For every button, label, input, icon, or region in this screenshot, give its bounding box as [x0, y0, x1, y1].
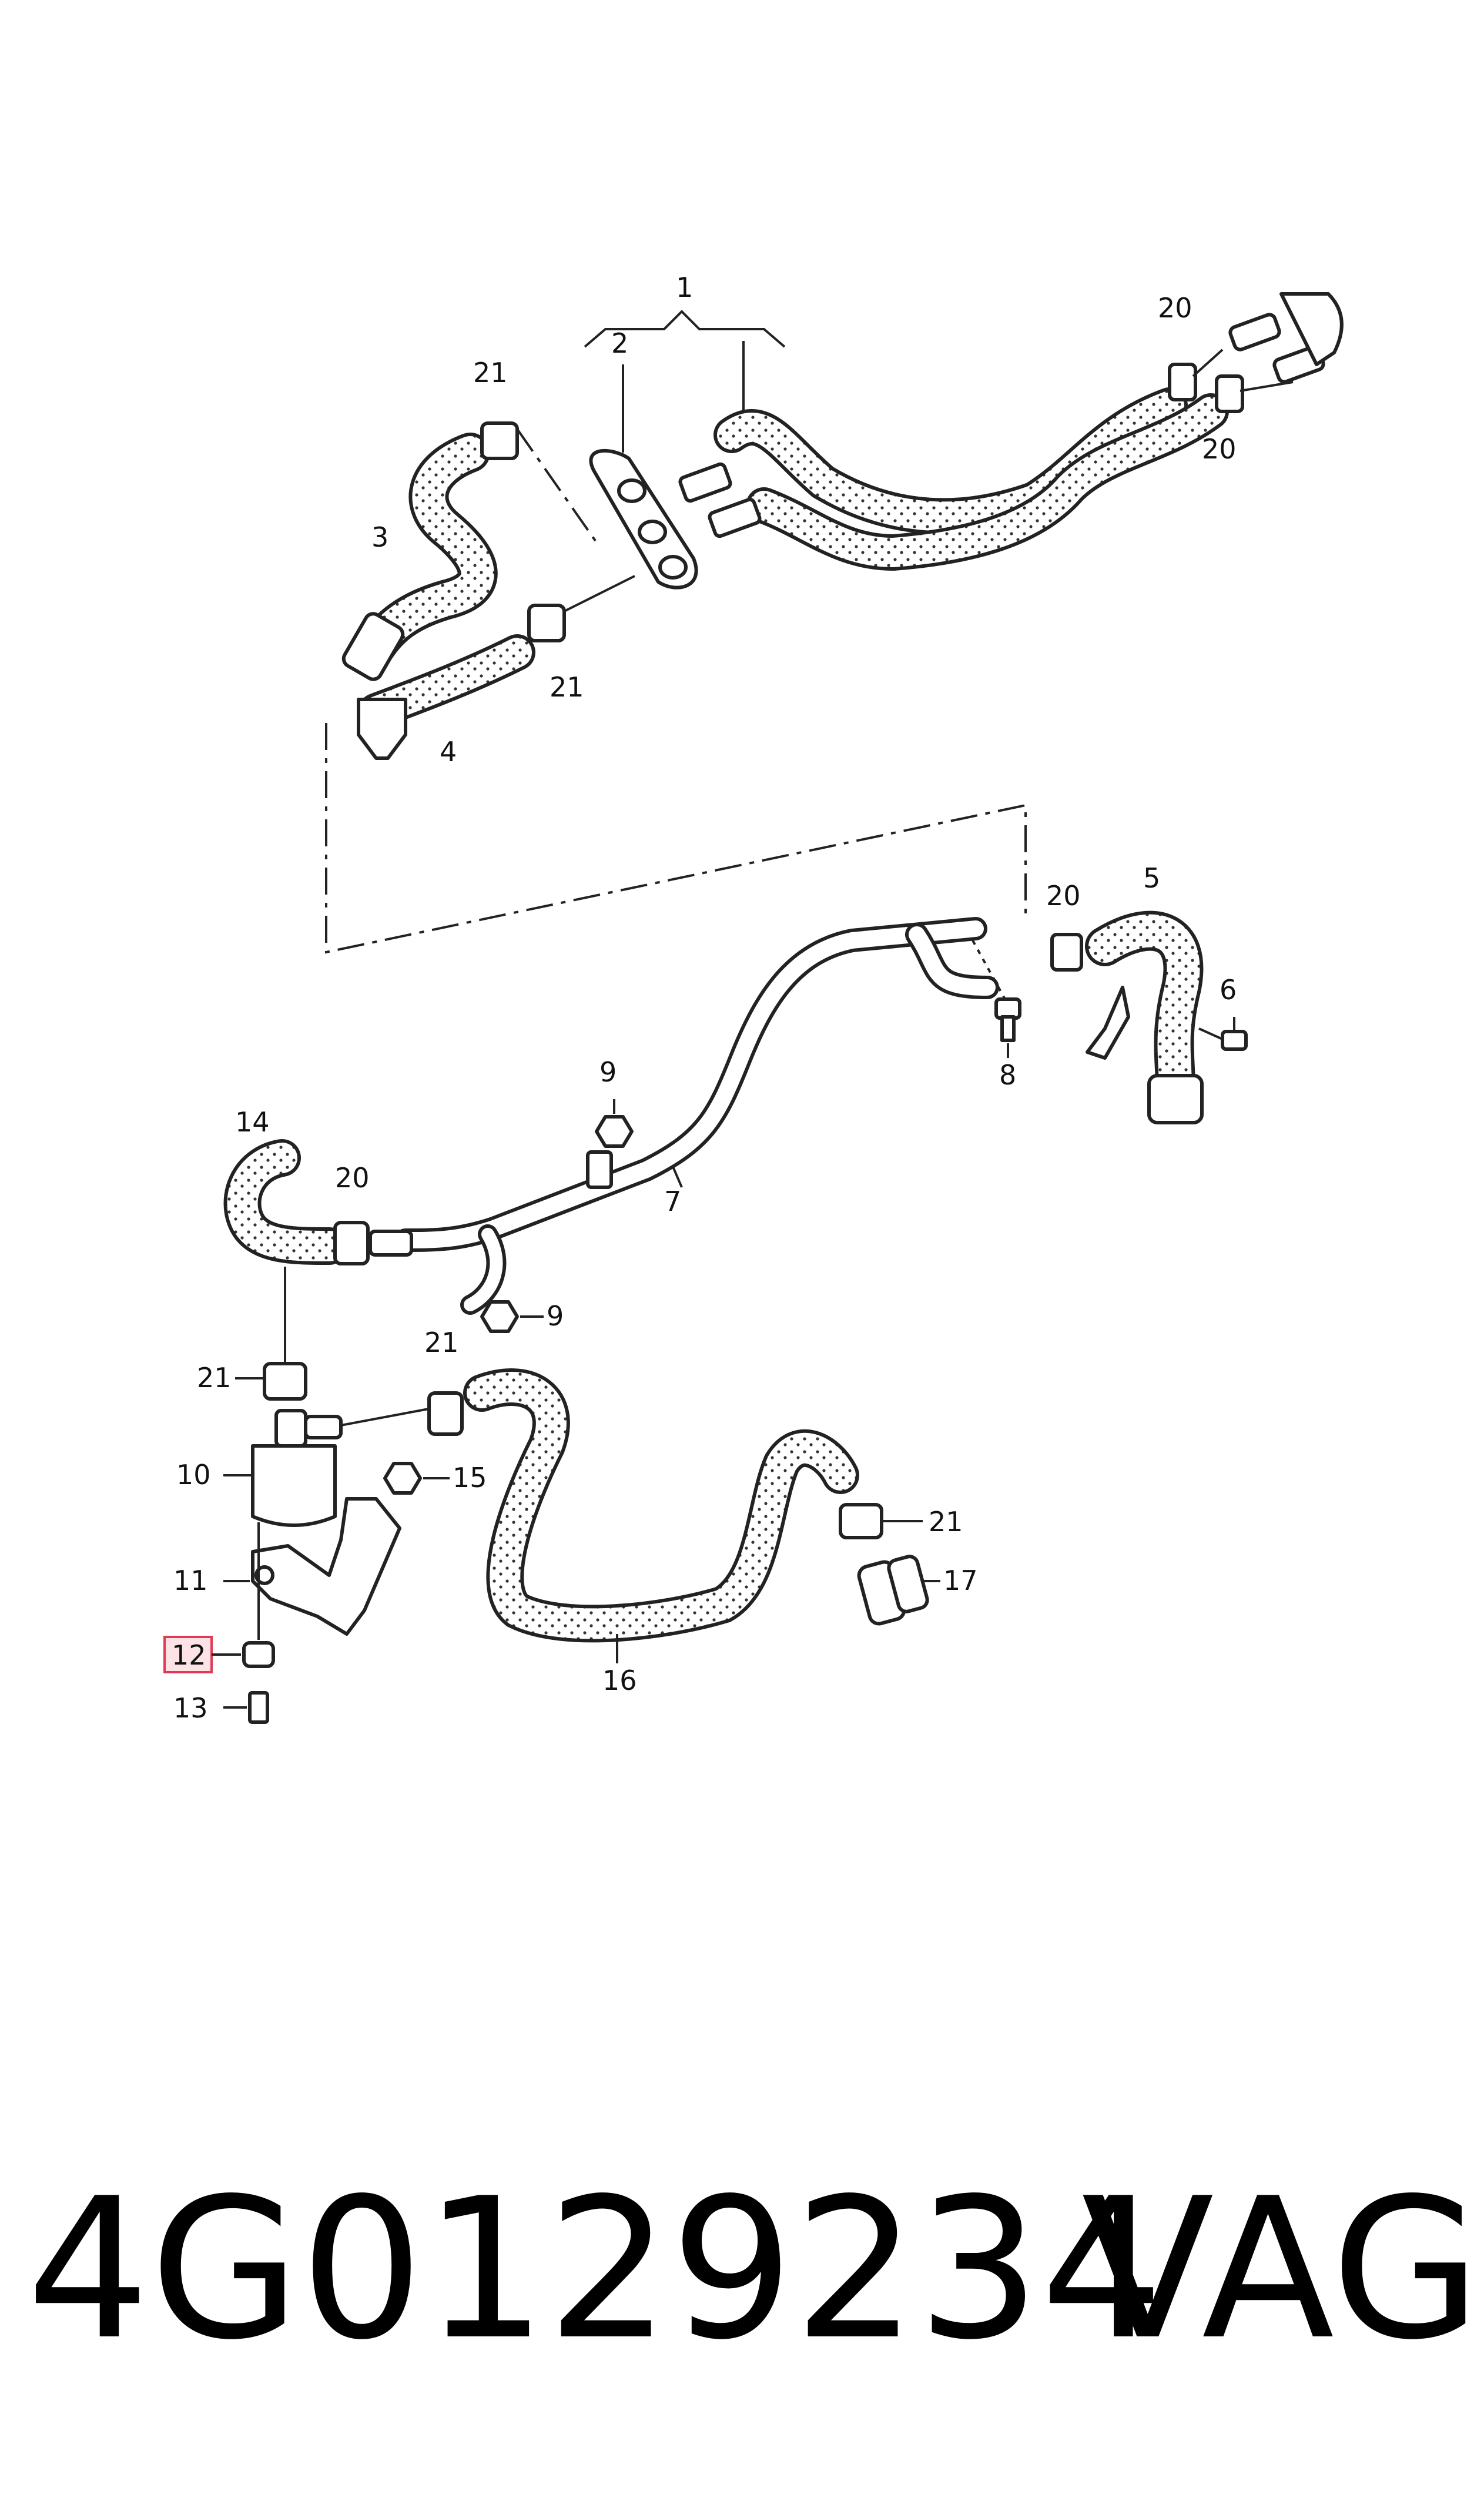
leader-20b	[1240, 381, 1294, 392]
callout-20-left: 20	[335, 1162, 370, 1194]
bolt-6-head	[1221, 1030, 1248, 1051]
callout-8: 8	[999, 1059, 1016, 1091]
callout-21-pump: 21	[197, 1362, 232, 1394]
pump-to-clip-line	[340, 1407, 436, 1427]
callout-3: 3	[371, 521, 388, 553]
bolt-6-shank	[1198, 1027, 1223, 1040]
hose-5-fill	[1088, 914, 1200, 1104]
hose-1-lower-fill	[749, 397, 1225, 568]
hose-5-end	[1147, 1074, 1204, 1124]
callout-21-top: 21	[473, 357, 508, 389]
pump-10-body	[251, 1444, 337, 1527]
flange-2-hole-c	[658, 555, 688, 580]
screw-13	[248, 1691, 269, 1724]
hose-14-fill	[227, 1143, 344, 1261]
callout-2: 2	[611, 327, 628, 359]
callout-10: 10	[176, 1459, 211, 1491]
clip-21-mid	[527, 604, 566, 642]
stub-a	[678, 462, 732, 503]
bracket-11	[251, 1497, 401, 1636]
callout-13: 13	[173, 1692, 208, 1724]
bracket-11-hole	[254, 1565, 274, 1585]
dash-8	[972, 940, 1006, 1000]
clip-20-upper	[1168, 363, 1197, 401]
pipe-7-bracket	[586, 1150, 613, 1189]
callout-5: 5	[1143, 862, 1160, 894]
dashline-connection	[325, 723, 1027, 954]
leader-20a	[1192, 349, 1224, 377]
callout-17: 17	[943, 1565, 978, 1596]
callout-20-top: 20	[1158, 292, 1192, 324]
callout-12: 12	[172, 1639, 206, 1671]
pipe-7-leg-inner	[464, 1228, 503, 1311]
leader-21-mid	[564, 575, 635, 612]
callout-15: 15	[453, 1462, 487, 1494]
callout-12-highlight	[163, 1636, 213, 1673]
clip-20-left	[333, 1221, 370, 1265]
callout-7: 7	[664, 1186, 681, 1217]
callout-21-mid: 21	[550, 671, 584, 703]
callout-4: 4	[440, 736, 457, 768]
hose-3-fill	[360, 436, 494, 663]
bracket-5	[1086, 986, 1130, 1060]
bolt-8-shank	[1000, 1015, 1016, 1042]
leader-7	[672, 1166, 683, 1188]
callout-21-right: 21	[929, 1506, 963, 1538]
connector-17-b	[887, 1555, 929, 1613]
callout-14: 14	[235, 1106, 270, 1138]
pipe-7-stub-left	[369, 1230, 413, 1257]
pump-10-outlet	[304, 1415, 343, 1439]
callout-20-right: 20	[1202, 433, 1237, 465]
clip-21-right	[839, 1503, 883, 1539]
callout-1: 1	[676, 272, 693, 303]
pipe-7	[394, 917, 987, 1252]
pump-10-neck	[274, 1409, 307, 1448]
callout-16: 16	[602, 1665, 637, 1696]
callout-6: 6	[1220, 974, 1237, 1006]
hose-3-end-fitting	[341, 612, 405, 681]
clip-20-mid	[1050, 933, 1083, 972]
callout-11: 11	[173, 1565, 208, 1596]
nut-9-top	[595, 1115, 634, 1148]
clip-21-pump-top	[263, 1362, 307, 1401]
callout-9-top: 9	[599, 1056, 617, 1088]
part-number: 4G0129234	[26, 2157, 1164, 2382]
nut-9-lower	[480, 1300, 519, 1333]
grommet-12	[242, 1641, 275, 1668]
flange-2-hole-a	[617, 478, 646, 503]
brand-name: VAG	[1081, 2157, 1481, 2382]
nut-15	[383, 1462, 422, 1495]
stub-b	[708, 497, 762, 538]
clip-21-hose16	[427, 1391, 464, 1436]
hose-4-clamp	[357, 698, 407, 760]
flange-2-hole-b	[638, 520, 667, 544]
callout-9-lower: 9	[547, 1300, 564, 1332]
callout-20-mid: 20	[1046, 880, 1081, 912]
hose-16-fill	[467, 1372, 856, 1639]
callout-1-bracket	[584, 310, 786, 348]
connector-right-upper	[1228, 313, 1281, 351]
pipe-7-branch-inner	[909, 926, 996, 996]
flange-2	[589, 448, 698, 590]
pipe-7-inner	[397, 920, 984, 1248]
dashline-21-top	[516, 428, 601, 548]
clip-21-top	[480, 421, 519, 460]
callout-21-hose16: 21	[424, 1327, 459, 1358]
clip-20-lower	[1215, 374, 1244, 413]
connector-right-end	[1279, 292, 1344, 366]
